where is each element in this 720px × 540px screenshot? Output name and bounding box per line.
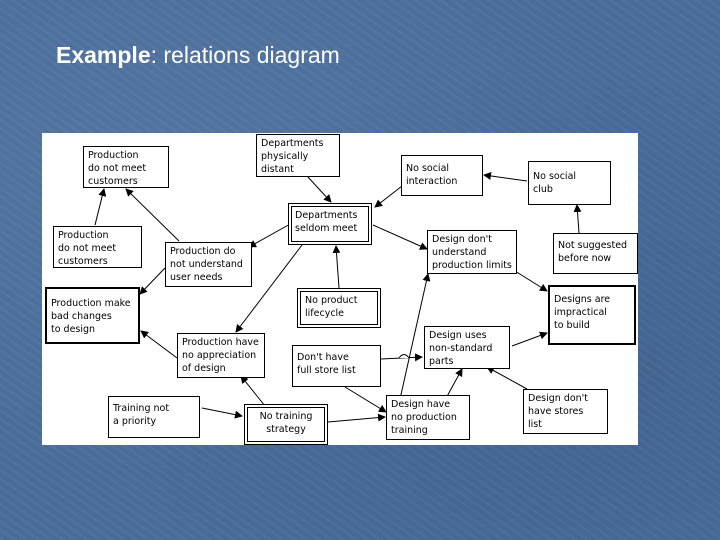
arrow-lifecycle-to-seldom: [332, 245, 341, 289]
arrow-interaction-to-seldom: [374, 185, 403, 208]
arrow-trainingpriority-to-notrainingstrategy: [201, 407, 243, 419]
arrow-nonstandard-to-impractical: [511, 331, 548, 347]
node-no-social-club: No social club: [528, 161, 611, 205]
arrow-stores-to-nonstandard: [486, 366, 528, 390]
arrow-notrainingstrategy-to-designnotraining: [327, 413, 386, 423]
arrow-notsuggested-to-club: [573, 204, 582, 234]
arrow-distant-to-seldom: [306, 175, 332, 203]
arrow-seldom-to-understand: [248, 222, 293, 248]
node-design-dont-have-stores-list: Design don't have stores list: [523, 389, 608, 434]
slide-title-bold: Example: [56, 42, 151, 68]
arrow-understand-to-notmeet1: [125, 188, 180, 242]
node-no-product-lifecycle: No product lifecycle: [297, 288, 381, 328]
slide-title: Example: relations diagram: [56, 42, 340, 69]
node-training-not-a-priority: Training not a priority: [108, 396, 200, 438]
node-departments-physically-distant: Departments physically distant: [256, 134, 340, 177]
node-production-make-bad-changes: Production make bad changes to design: [45, 287, 140, 344]
node-production-no-appreciation: Production have no appreciation of desig…: [177, 333, 265, 378]
arrow-designnotunderstand-to-impractical: [514, 270, 548, 292]
arrow-club-to-interaction: [483, 172, 528, 182]
arrow-designnotraining-to-designnotunderstand: [397, 273, 431, 409]
arrow-seldom-to-noappreciation: [235, 244, 303, 333]
node-not-suggested-before-now: Not suggested before now: [553, 233, 638, 274]
node-design-not-understand-production-limits: Design don't understand production limit…: [427, 230, 517, 274]
arrow-seldom-to-designnotunderstand: [372, 224, 428, 250]
node-design-uses-nonstandard-parts: Design uses non-standard parts: [424, 326, 510, 369]
arrow-notrainingstrategy-to-noappreciation: [240, 375, 266, 407]
arrow-understand-to-makechanges: [139, 267, 166, 295]
arrow-noappreciation-to-makechanges: [140, 330, 178, 359]
node-no-training-strategy: No training strategy: [244, 404, 328, 445]
node-design-no-production-training: Design have no production training: [386, 395, 470, 440]
node-production-not-understand-user-needs: Production do not understand user needs: [165, 242, 252, 287]
node-dont-have-full-store-list: Don't have full store list: [292, 345, 381, 387]
arrow-crossing-hop: [398, 354, 410, 359]
node-departments-seldom-meet: Departments seldom meet: [288, 203, 372, 245]
node-designs-impractical: Designs are impractical to build: [548, 285, 636, 345]
arrow-storelist-to-designnotraining: [344, 386, 387, 413]
node-production-not-meet-customers-2: Production do not meet customers: [53, 226, 142, 268]
node-no-social-interaction: No social interaction: [401, 155, 483, 196]
node-production-not-meet-customers-1: Production do not meet customers: [83, 146, 169, 188]
arrow-notmeet2-to-notmeet1: [94, 188, 107, 226]
diagram-arrows: [94, 172, 582, 423]
relations-diagram: Production do not meet customers Product…: [42, 133, 638, 445]
slide-title-rest: : relations diagram: [150, 42, 340, 68]
